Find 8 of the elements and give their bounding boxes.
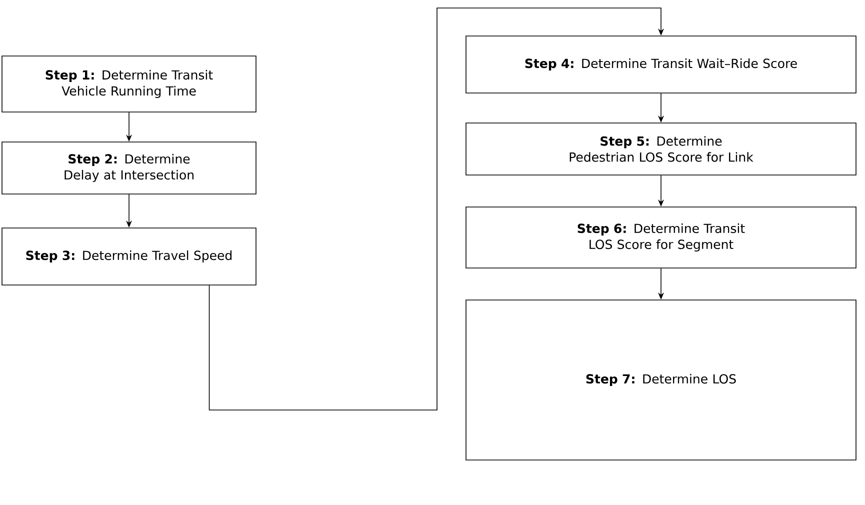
process-box: Step 1: Determine Transit Vehicle Running Time xyxy=(2,56,256,112)
process-box: Step 3: Determine Travel Speed xyxy=(2,228,256,286)
process-box: Step 6: Determine Transit LOS Score for Segment xyxy=(466,206,856,268)
arrow xyxy=(208,8,664,410)
process-box: Step 7: Determine LOS xyxy=(466,300,856,460)
process-box: Step 4: Determine Transit Wait–Ride Score xyxy=(466,36,856,94)
process-box: Step 2: Determine Delay at Intersection xyxy=(2,142,256,194)
process-box: Step 5: Determine Pedestrian LOS Score for Link xyxy=(466,122,856,176)
